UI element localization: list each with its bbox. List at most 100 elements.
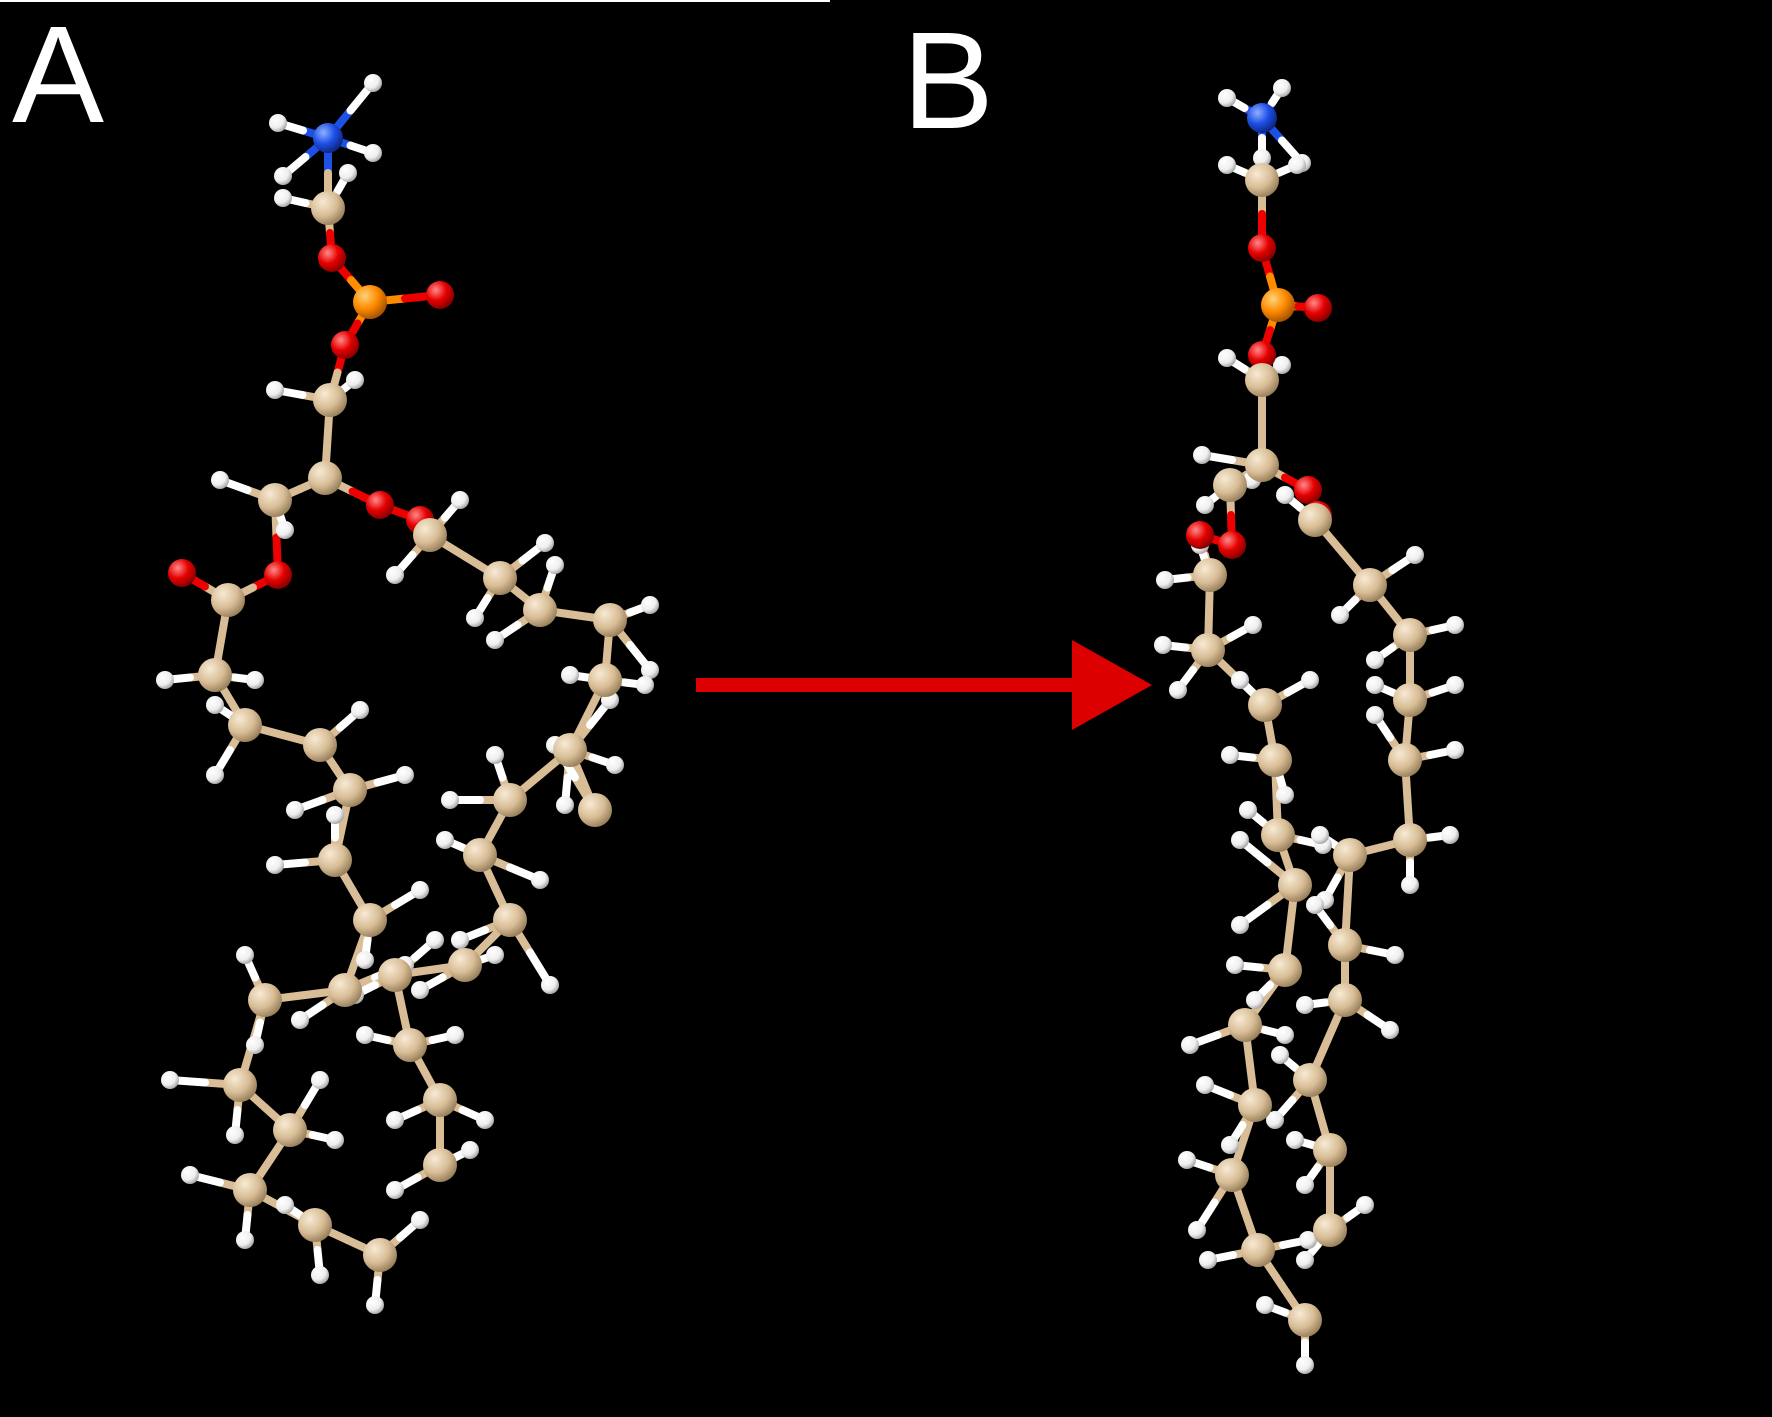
carbon-atom bbox=[1278, 868, 1312, 902]
carbon-atom bbox=[308, 461, 342, 495]
carbon-atom bbox=[493, 903, 527, 937]
hydrogen-atom bbox=[1266, 1111, 1284, 1129]
hydrogen-atom bbox=[206, 766, 224, 784]
hydrogen-atom bbox=[1401, 876, 1419, 894]
hydrogen-atom bbox=[461, 1141, 479, 1159]
hydrogen-atom bbox=[1188, 1221, 1206, 1239]
hydrogen-atom bbox=[1366, 676, 1384, 694]
carbon-atom bbox=[1393, 618, 1427, 652]
hydrogen-atom bbox=[1226, 956, 1244, 974]
hydrogen-atom bbox=[274, 167, 292, 185]
hydrogen-atom bbox=[274, 189, 292, 207]
oxygen-atom bbox=[1248, 234, 1276, 262]
hydrogen-atom bbox=[486, 746, 504, 764]
phosphorus-atom bbox=[1261, 288, 1295, 322]
hydrogen-atom bbox=[311, 1071, 329, 1089]
carbon-atom bbox=[1213, 468, 1247, 502]
hydrogen-atom bbox=[339, 164, 357, 182]
hydrogen-atom bbox=[1154, 636, 1172, 654]
carbon-atom bbox=[448, 948, 482, 982]
hydrogen-atom bbox=[236, 1231, 254, 1249]
hydrogen-atom bbox=[411, 881, 429, 899]
hydrogen-atom bbox=[1169, 681, 1187, 699]
oxygen-atom bbox=[426, 281, 454, 309]
oxygen-atom bbox=[366, 491, 394, 519]
oxygen-atom bbox=[331, 331, 359, 359]
hydrogen-atom bbox=[466, 609, 484, 627]
carbon-atom bbox=[1328, 983, 1362, 1017]
carbon-atom bbox=[1333, 838, 1367, 872]
carbon-atom bbox=[313, 383, 347, 417]
carbon-atom bbox=[1241, 1233, 1275, 1267]
carbon-atom bbox=[413, 518, 447, 552]
hydrogen-atom bbox=[276, 1196, 294, 1214]
atoms bbox=[1154, 79, 1464, 1374]
carbon-atom bbox=[1193, 558, 1227, 592]
bonds bbox=[1159, 84, 1459, 1369]
hydrogen-atom bbox=[266, 856, 284, 874]
hydrogen-atom bbox=[161, 1071, 179, 1089]
carbon-atom bbox=[1393, 683, 1427, 717]
hydrogen-atom bbox=[436, 831, 454, 849]
hydrogen-atom bbox=[1356, 1196, 1374, 1214]
hydrogen-atom bbox=[451, 931, 469, 949]
hydrogen-atom bbox=[364, 74, 382, 92]
hydrogen-atom bbox=[386, 1181, 404, 1199]
oxygen-atom bbox=[1186, 521, 1214, 549]
hydrogen-atom bbox=[291, 1011, 309, 1029]
hydrogen-atom bbox=[386, 1111, 404, 1129]
carbon-atom bbox=[298, 1208, 332, 1242]
carbon-atom bbox=[483, 561, 517, 595]
hydrogen-atom bbox=[1218, 89, 1236, 107]
carbon-atom bbox=[423, 1148, 457, 1182]
carbon-atom bbox=[1388, 743, 1422, 777]
panel-label-a: A bbox=[12, 0, 104, 152]
hydrogen-atom bbox=[536, 534, 554, 552]
carbon-atom bbox=[1313, 1133, 1347, 1167]
carbon-atom bbox=[1245, 448, 1279, 482]
hydrogen-atom bbox=[1288, 156, 1306, 174]
oxygen-atom bbox=[1304, 294, 1332, 322]
hydrogen-atom bbox=[246, 671, 264, 689]
carbon-atom bbox=[363, 1238, 397, 1272]
hydrogen-atom bbox=[1221, 746, 1239, 764]
hydrogen-atom bbox=[1244, 616, 1262, 634]
atoms bbox=[156, 74, 659, 1314]
hydrogen-atom bbox=[1253, 149, 1271, 167]
carbon-atom bbox=[1245, 163, 1279, 197]
hydrogen-atom bbox=[246, 1036, 264, 1054]
hydrogen-atom bbox=[1178, 1151, 1196, 1169]
carbon-atom bbox=[1248, 688, 1282, 722]
carbon-atom bbox=[198, 658, 232, 692]
hydrogen-atom bbox=[1446, 741, 1464, 759]
hydrogen-atom bbox=[1231, 916, 1249, 934]
hydrogen-atom bbox=[1218, 349, 1236, 367]
phosphorus-atom bbox=[353, 285, 387, 319]
carbon-atom bbox=[1261, 818, 1295, 852]
hydrogen-atom bbox=[181, 1166, 199, 1184]
carbon-atom bbox=[1245, 363, 1279, 397]
hydrogen-atom bbox=[411, 981, 429, 999]
hydrogen-atom bbox=[476, 1111, 494, 1129]
hydrogen-atom bbox=[1331, 606, 1349, 624]
carbon-atom bbox=[578, 793, 612, 827]
hydrogen-atom bbox=[411, 1211, 429, 1229]
hydrogen-atom bbox=[1386, 946, 1404, 964]
carbon-atom bbox=[393, 1028, 427, 1062]
hydrogen-atom bbox=[366, 1296, 384, 1314]
hydrogen-atom bbox=[1406, 546, 1424, 564]
carbon-atom bbox=[303, 728, 337, 762]
bonds bbox=[161, 79, 654, 1309]
hydrogen-atom bbox=[1301, 671, 1319, 689]
hydrogen-atom bbox=[486, 946, 504, 964]
carbon-atom bbox=[1215, 1158, 1249, 1192]
hydrogen-atom bbox=[1239, 801, 1257, 819]
oxygen-atom bbox=[264, 561, 292, 589]
hydrogen-atom bbox=[266, 381, 284, 399]
hydrogen-atom bbox=[326, 806, 344, 824]
hydrogen-atom bbox=[206, 696, 224, 714]
carbon-atom bbox=[1353, 568, 1387, 602]
hydrogen-atom bbox=[606, 756, 624, 774]
hydrogen-atom bbox=[276, 521, 294, 539]
arrow-shaft bbox=[696, 678, 1076, 692]
